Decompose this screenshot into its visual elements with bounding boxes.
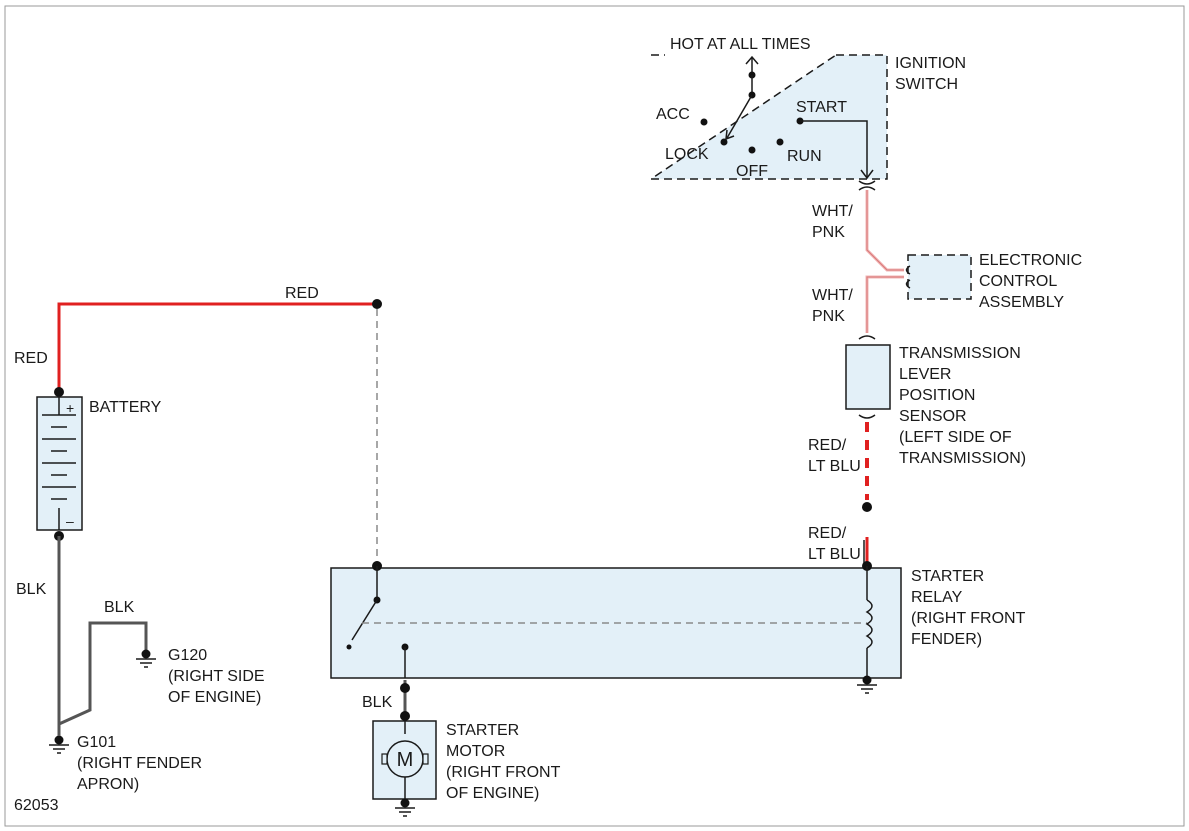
relay-coil (865, 599, 873, 649)
wht-pnk-upper-label: WHT/PNK (812, 203, 853, 241)
blk-motor-label: BLK (362, 694, 393, 711)
ignition-connector-bottom (858, 186, 876, 191)
wht-pnk-wire-upper-core (866, 190, 904, 271)
tlps-connector-top (858, 335, 876, 340)
red-lt-blu-splice-dot (862, 502, 872, 512)
motor-input-dot (400, 683, 410, 693)
relay-ground-symbol (857, 684, 877, 694)
red-battery-wire (57, 302, 377, 392)
red-wire-end-dot (372, 299, 382, 309)
wht-pnk-wire-upper (865, 190, 904, 272)
lock-label: LOCK (665, 146, 709, 163)
start-output-line (800, 120, 868, 178)
wht-pnk-wire-lower (865, 275, 904, 333)
motor-symbol-label: M (397, 749, 414, 771)
relay-contact-blade-end (346, 644, 352, 650)
lock-contact (720, 138, 728, 146)
motor-brush-left (381, 753, 388, 765)
eca-connector-lower (905, 279, 911, 289)
ignition-switch: HOT AT ALL TIMES ACC LOCK OFF RUN START … (648, 36, 966, 180)
wht-pnk-lower-label: WHT/PNK (812, 287, 853, 325)
eca-connector-upper (905, 265, 911, 275)
battery-positive-dot (54, 387, 64, 397)
acc-label: ACC (656, 106, 690, 123)
run-label: RUN (787, 148, 822, 165)
diagram-frame (4, 5, 1185, 827)
wht-pnk-wire-lower-core (866, 276, 904, 333)
battery-cells (42, 414, 76, 500)
switch-blade-arrow (725, 129, 735, 141)
hot-feed-arrow (745, 55, 759, 65)
tlps-connector-bottom (858, 414, 876, 419)
motor-ground-dot (400, 798, 410, 808)
tlps-box (845, 344, 891, 410)
motor-brush-right (422, 753, 429, 765)
switch-blade (726, 94, 753, 139)
battery-label: BATTERY (89, 399, 162, 416)
red-lt-blu-upper-label: RED/LT BLU (808, 437, 861, 475)
blk-g120-label: BLK (104, 599, 135, 616)
blk-battery-label: BLK (16, 581, 47, 598)
start-output-arrow (860, 169, 874, 180)
battery-minus-sign: – (66, 513, 74, 529)
red-lt-blu-lower-label: RED/LT BLU (808, 525, 861, 563)
hot-at-all-times-label: HOT AT ALL TIMES (670, 36, 811, 53)
ignition-connector-top (858, 180, 876, 185)
off-label: OFF (736, 163, 768, 180)
ignition-switch-box (648, 54, 888, 180)
red-top-label: RED (285, 285, 319, 302)
off-contact (748, 146, 756, 154)
run-contact (776, 138, 784, 146)
relay-ground-dot (862, 675, 872, 685)
battery: + – BATTERY (36, 396, 162, 531)
red-battery-label: RED (14, 350, 48, 367)
start-label: START (796, 99, 847, 116)
motor-ground-symbol (395, 807, 415, 817)
diagram-id: 62053 (14, 797, 59, 814)
battery-plus-sign: + (66, 400, 74, 416)
acc-contact (700, 118, 708, 126)
relay-contact-blade (351, 599, 378, 641)
blk-battery-wire (57, 536, 148, 727)
motor-terminal-dot (400, 711, 410, 721)
eca-box (907, 254, 972, 300)
